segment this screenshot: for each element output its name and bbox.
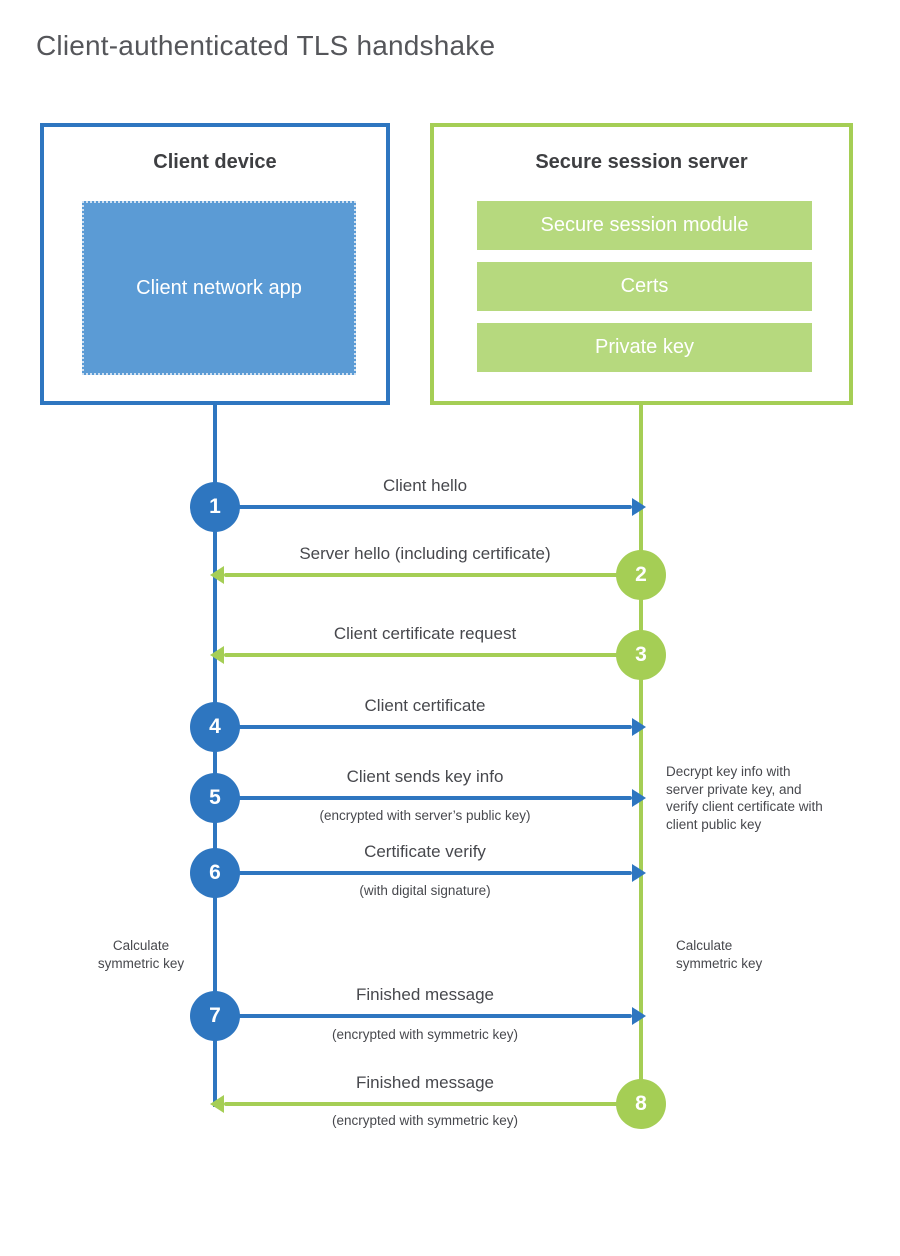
step-3-badge: 3 [616,630,666,680]
arrow-right-icon [632,864,646,882]
server-lifeline [639,404,643,1105]
step-5-badge: 5 [190,773,240,823]
message-7-subtitle: (encrypted with symmetric key) [331,1027,519,1042]
server-module-certs: Certs [477,262,812,311]
message-8-label: Finished message [356,1073,494,1092]
message-2-label: Server hello (including certificate) [299,544,551,563]
arrow-left-icon [210,566,224,584]
message-3-line [224,653,632,657]
message-5-label: Client sends key info [346,767,504,786]
step-2-badge: 2 [616,550,666,600]
secure-session-server-title: Secure session server [535,151,748,173]
secure-session-server-panel: Secure session server Secure session mod… [430,123,853,405]
message-7-line [230,1014,632,1018]
client-device-title: Client device [153,151,277,173]
client-calculate-key-note: Calculate symmetric key [97,938,185,971]
server-module-private-key: Private key [477,323,812,372]
arrow-left-icon [210,646,224,664]
server-module-secure-session: Secure session module [477,201,812,250]
client-network-app-box: Client network app [82,201,356,375]
arrow-right-icon [632,718,646,736]
client-network-app-label: Client network app [136,277,302,299]
message-3-label: Client certificate request [333,624,517,643]
step-8-badge: 8 [616,1079,666,1129]
message-8-subtitle: (encrypted with symmetric key) [331,1113,519,1128]
arrow-right-icon [632,498,646,516]
client-lifeline [213,404,217,1107]
step-4-badge: 4 [190,702,240,752]
step-1-badge: 1 [190,482,240,532]
message-6-subtitle: (with digital signature) [359,883,491,898]
server-calculate-key-note: Calculate symmetric key [676,938,763,971]
message-6-label: Certificate verify [364,842,486,861]
arrow-right-icon [632,1007,646,1025]
message-5-subtitle: (encrypted with server’s public key) [319,808,531,823]
step-6-badge: 6 [190,848,240,898]
arrow-left-icon [210,1095,224,1113]
message-7-label: Finished message [356,985,494,1004]
message-1-line [230,505,632,509]
message-1-label: Client hello [382,476,468,495]
message-5-line [230,796,632,800]
server-decrypt-note: Decrypt key info with server private key… [666,764,823,832]
message-4-line [230,725,632,729]
message-4-label: Client certificate [364,696,486,715]
message-2-line [224,573,632,577]
message-8-line [224,1102,632,1106]
arrow-right-icon [632,789,646,807]
client-device-panel: Client device Client network app [40,123,390,405]
step-7-badge: 7 [190,991,240,1041]
message-6-line [230,871,632,875]
page-title: Client-authenticated TLS handshake [36,30,496,61]
